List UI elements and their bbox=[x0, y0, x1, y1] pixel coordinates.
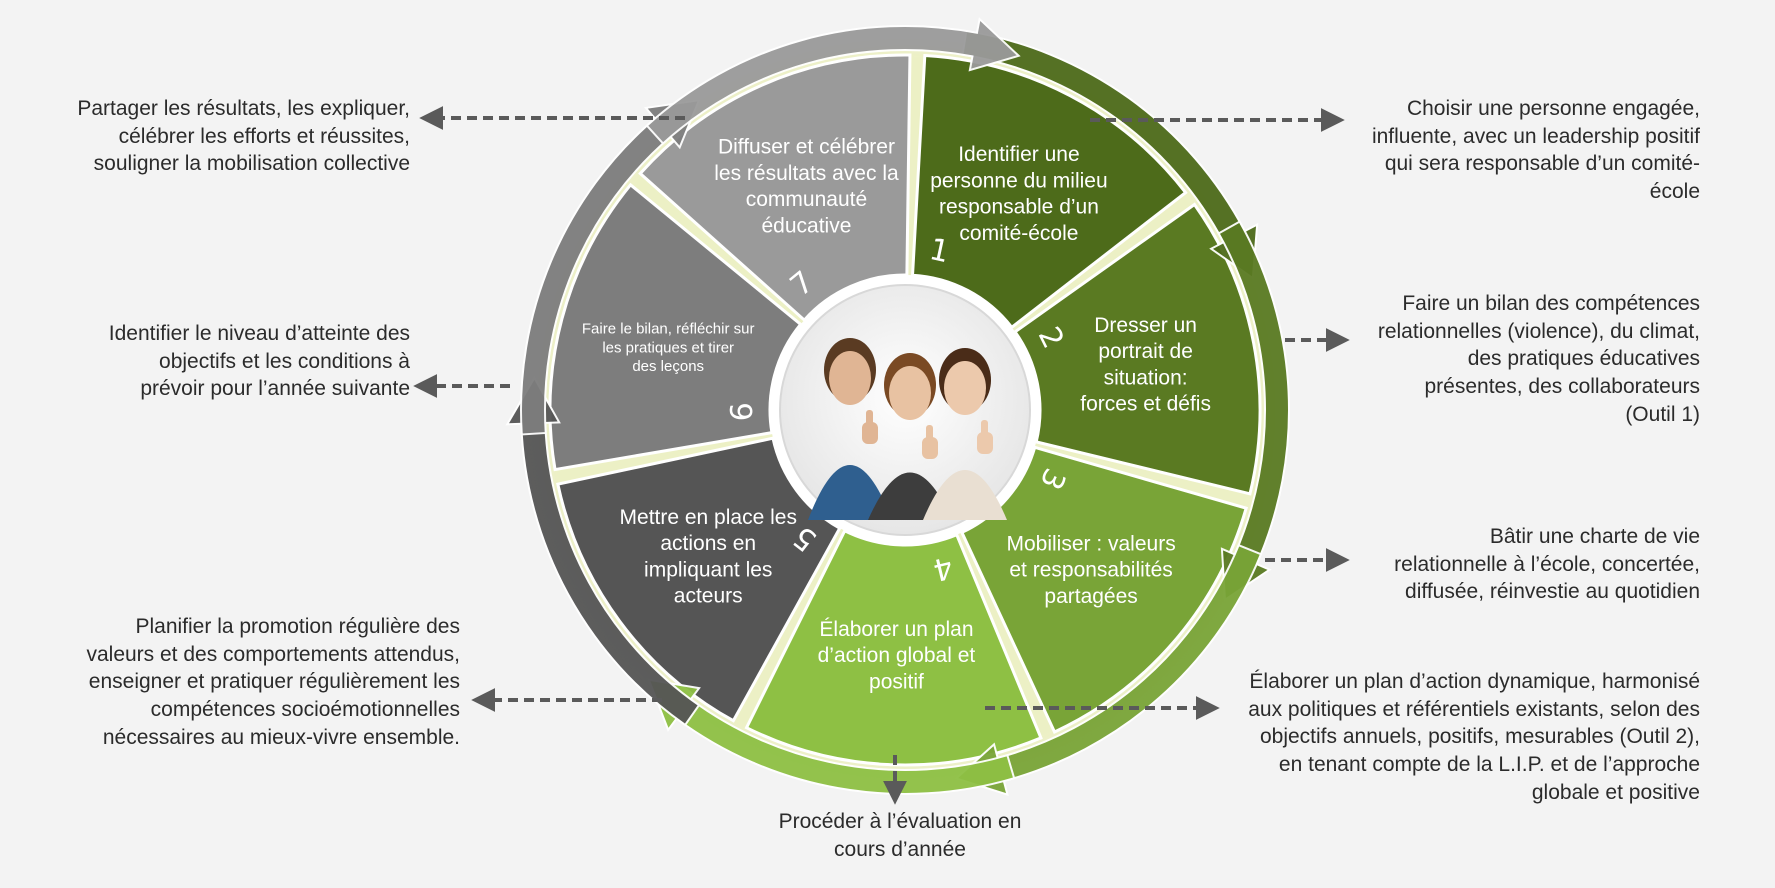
note-step5: Planifier la promotion régulière des val… bbox=[86, 615, 460, 749]
curved-arrows-layer bbox=[505, 17, 1290, 797]
note-step4-bottom: Procéder à l’évaluation en cours d’année bbox=[778, 810, 1022, 861]
note-step7: Partager les résultats, les expliquer, c… bbox=[77, 97, 410, 176]
note-step6: Identifier le niveau d’atteinte des obje… bbox=[108, 322, 410, 401]
note-step4: Élaborer un plan d’action dynamique, har… bbox=[1248, 670, 1700, 804]
person-1 bbox=[808, 338, 892, 520]
note-step1: Choisir une personne engagée, influente,… bbox=[1371, 97, 1700, 204]
segments-layer bbox=[548, 53, 1262, 767]
dashed-connectors-layer bbox=[413, 106, 1350, 805]
center-photo bbox=[770, 275, 1040, 545]
note-step3: Bâtir une charte de vie relationnelle à … bbox=[1394, 525, 1700, 604]
note-step2: Faire un bilan des compétences relationn… bbox=[1377, 292, 1700, 426]
step-number-6: 6 bbox=[725, 402, 760, 421]
curved-arrow-step-7 bbox=[645, 17, 1021, 145]
person-3 bbox=[923, 348, 1007, 520]
